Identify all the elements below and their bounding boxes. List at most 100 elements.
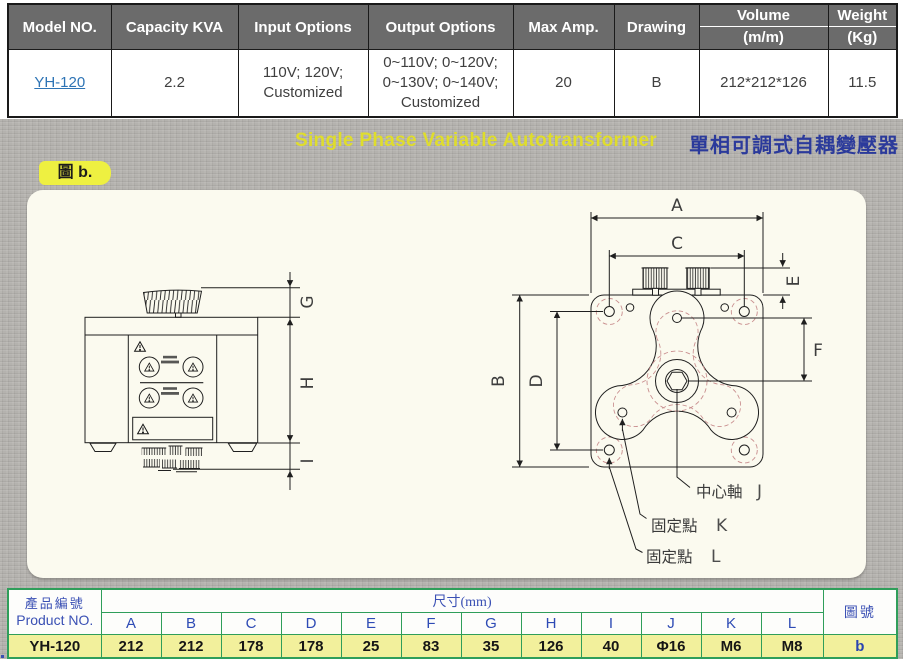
- dim-label-c: C: [671, 234, 683, 254]
- top-dimension-lines: [512, 212, 812, 468]
- header-volume: Volume (m/m): [698, 3, 829, 50]
- tiny-label-marks: [161, 355, 179, 395]
- dim-label-a: A: [671, 196, 683, 216]
- dim-label-d: D: [527, 374, 547, 387]
- callout-fix-k: 固定點: [651, 517, 698, 535]
- cell-output: 0~110V; 0~120V; 0~130V; 0~140V; Customiz…: [367, 49, 514, 118]
- terminal-right: [686, 267, 710, 289]
- knob: [142, 289, 203, 314]
- dims-value-row: YH-120 212 212 178 178 25 83 35 126 40 Φ…: [7, 634, 898, 659]
- header-capacity: Capacity KVA: [110, 3, 239, 50]
- front-view-drawing: G H I: [84, 272, 318, 490]
- value-b: 212: [160, 634, 222, 659]
- model-link[interactable]: YH-120: [34, 74, 86, 91]
- cell-drawing: B: [613, 49, 700, 118]
- value-d: 178: [280, 634, 342, 659]
- vent-combs: [141, 445, 203, 473]
- value-a: 212: [100, 634, 162, 659]
- header-max-amp: Max Amp.: [512, 3, 615, 50]
- warning-triangle-icon: [187, 362, 199, 372]
- warning-triangle-icon: [144, 362, 155, 372]
- right-foot: [227, 442, 258, 452]
- product-no-en: Product NO.: [16, 612, 94, 628]
- front-dimension-lines: [173, 272, 300, 490]
- dim-label-h: H: [298, 377, 318, 390]
- trefoil-inner-dashed: [612, 310, 742, 428]
- value-l: M8: [760, 634, 824, 659]
- value-c: 178: [220, 634, 282, 659]
- output-line1: 0~110V; 0~120V;: [383, 54, 498, 71]
- value-f: 83: [400, 634, 462, 659]
- value-product: YH-120: [7, 634, 102, 659]
- dim-label-i: I: [298, 458, 318, 463]
- value-g: 35: [460, 634, 522, 659]
- callout-center-shaft: 中心軸: [696, 483, 743, 501]
- col-letter-e: E: [340, 612, 402, 635]
- value-e: 25: [340, 634, 402, 659]
- terminal-left: [642, 267, 668, 289]
- figure-no-header: 圖號: [822, 588, 898, 635]
- knob-stem: [175, 312, 182, 318]
- callout-fix-l: 固定點: [646, 548, 693, 566]
- spec-data-row: YH-120 2.2 110V; 120V; Customized 0~110V…: [7, 49, 898, 118]
- scan-artifact-dot: [1, 655, 4, 658]
- cell-capacity: 2.2: [110, 49, 239, 118]
- header-weight: Weight (Kg): [827, 3, 898, 50]
- value-h: 126: [520, 634, 582, 659]
- col-letter-f: F: [400, 612, 462, 635]
- callout-letter-k: K: [716, 516, 728, 536]
- col-letter-h: H: [520, 612, 582, 635]
- top-view-drawing: A C F B D E 中心軸 固定點 固定點 J K L: [489, 196, 823, 567]
- col-letter-i: I: [580, 612, 642, 635]
- header-weight-line1: Weight: [828, 5, 896, 27]
- cell-volume: 212*212*126: [698, 49, 829, 118]
- body-outline: [84, 316, 259, 444]
- input-line2: Customized: [263, 84, 343, 101]
- col-letter-d: D: [280, 612, 342, 635]
- header-weight-line2: (Kg): [847, 29, 878, 46]
- dim-label-e: E: [784, 276, 804, 287]
- col-letter-a: A: [100, 612, 162, 635]
- warning-triangle-icon: [137, 423, 149, 435]
- product-no-zh: 產品編號: [24, 596, 85, 611]
- header-volume-line1: Volume: [699, 5, 828, 27]
- cell-model: YH-120: [7, 49, 112, 118]
- figure-badge: 圖 b.: [39, 161, 111, 185]
- dim-label-g: G: [298, 295, 318, 308]
- callout-letter-j: J: [756, 482, 762, 502]
- product-no-header: 產品編號 Product NO.: [7, 588, 102, 635]
- spec-header-row: Model NO. Capacity KVA Input Options Out…: [7, 3, 898, 50]
- output-line2: 0~130V; 0~140V;: [382, 74, 499, 91]
- warning-triangle-icon: [187, 393, 199, 403]
- callout-leaders: [606, 389, 691, 553]
- col-letter-j: J: [640, 612, 702, 635]
- cell-max-amp: 20: [512, 49, 615, 118]
- left-foot: [89, 442, 117, 452]
- col-letter-b: B: [160, 612, 222, 635]
- warning-triangle-icon: [144, 393, 155, 403]
- header-output: Output Options: [367, 3, 514, 50]
- bottom-label-plate: [132, 416, 214, 441]
- col-letter-g: G: [460, 612, 522, 635]
- page-title-english: Single Phase Variable Autotransformer: [295, 130, 658, 151]
- value-i: 40: [580, 634, 642, 659]
- size-header: 尺寸(mm): [100, 588, 824, 613]
- col-letter-l: L: [760, 612, 824, 635]
- callout-letter-l: L: [711, 547, 721, 567]
- header-volume-line2: (m/m): [743, 29, 784, 46]
- cell-input: 110V; 120V; Customized: [237, 49, 369, 118]
- output-line3: Customized: [400, 94, 481, 111]
- dim-label-b: B: [489, 375, 509, 387]
- header-drawing: Drawing: [613, 3, 700, 50]
- dims-header-row1: 產品編號 Product NO. 尺寸(mm) 圖號: [7, 588, 898, 635]
- dims-letter-row: A B C D E F G H I J K L: [8, 612, 897, 635]
- input-line1: 110V; 120V;: [262, 64, 344, 81]
- value-k: M6: [700, 634, 762, 659]
- header-model: Model NO.: [7, 3, 112, 50]
- col-letter-c: C: [220, 612, 282, 635]
- page-title-chinese: 單相可調式自耦變壓器: [689, 135, 899, 157]
- center-hex-nut: [666, 371, 688, 391]
- dimension-table: 產品編號 Product NO. 尺寸(mm) 圖號 A B C D E F G…: [7, 588, 899, 659]
